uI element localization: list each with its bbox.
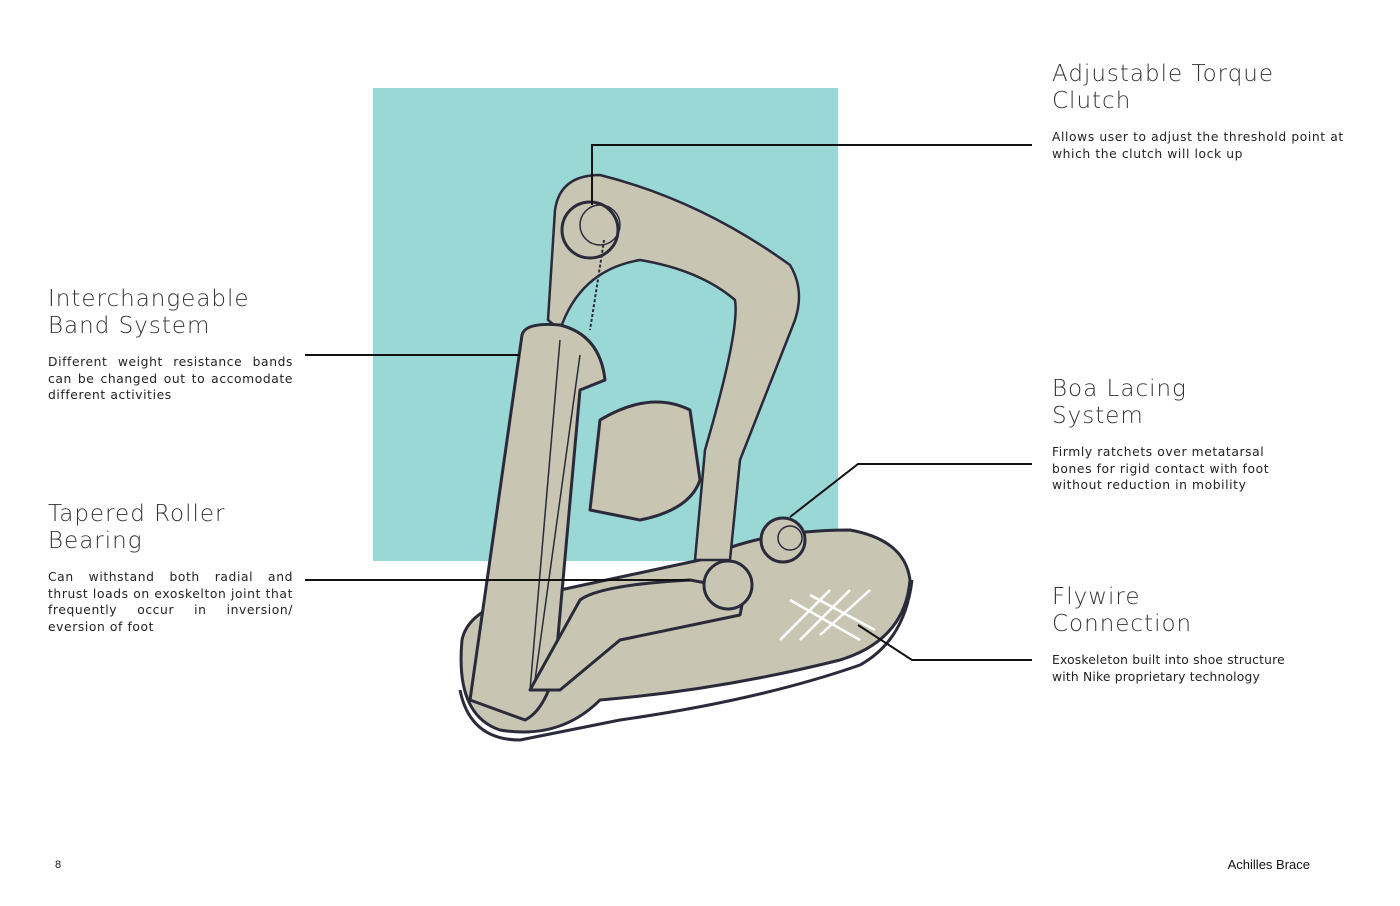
- callout-description: Exoskeleton built into shoe structure wi…: [1052, 653, 1285, 684]
- title-line: Band System: [48, 313, 211, 339]
- boa-dial: [759, 516, 807, 564]
- flywire-lacing: [779, 589, 876, 642]
- title-line: Bearing: [48, 528, 143, 554]
- heel-cup: [588, 400, 702, 522]
- shoe-sole: [458, 579, 914, 742]
- upper-arm: [546, 173, 801, 562]
- title-line: Boa Lacing: [1052, 376, 1187, 402]
- torque-clutch: [560, 200, 620, 260]
- title-line: Adjustable Torque: [1052, 61, 1275, 87]
- lower-arm: [528, 578, 747, 692]
- document-title: Achilles Brace: [1227, 857, 1310, 872]
- page-number: 8: [55, 859, 62, 871]
- title-line: Flywire: [1052, 584, 1141, 610]
- leader-lines: [305, 144, 1032, 661]
- title-line: Interchangeable: [48, 286, 250, 312]
- title-line: Clutch: [1052, 88, 1132, 114]
- callout-description: Allows user to adjust the threshold poin…: [1052, 130, 1344, 161]
- callout-description: Different weight resistance bands can be…: [48, 355, 293, 402]
- roller-bearing: [702, 559, 754, 611]
- title-line: System: [1052, 403, 1144, 429]
- callout-description: Firmly ratchets over metatarsal bones fo…: [1052, 445, 1270, 492]
- title-line: Connection: [1052, 611, 1193, 637]
- callout-description: Can withstand both radial and thrust loa…: [48, 570, 293, 634]
- leader-torque: [591, 144, 1032, 205]
- leader-boa: [789, 463, 1032, 518]
- title-line: Tapered Roller: [48, 501, 226, 527]
- leader-flywire: [857, 624, 1032, 661]
